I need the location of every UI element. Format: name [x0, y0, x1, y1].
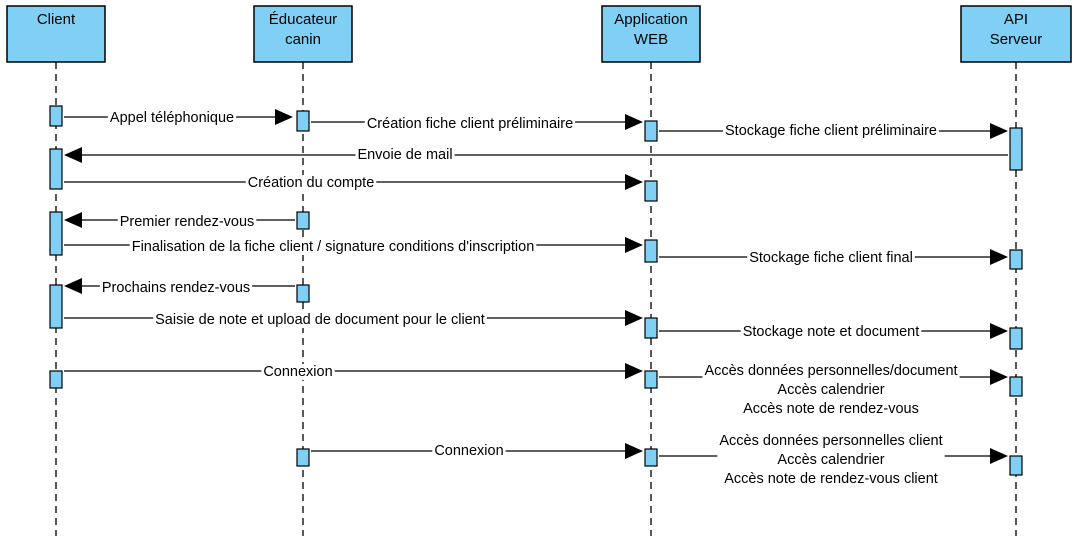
message-arrow: Envoie de mail [64, 147, 1008, 163]
svg-text:Connexion: Connexion [434, 443, 503, 459]
svg-text:Connexion: Connexion [263, 364, 332, 380]
arrowhead [625, 237, 643, 253]
svg-text:Accès données personnelles/doc: Accès données personnelles/documentAccès… [704, 363, 957, 417]
svg-text:Envoie de mail: Envoie de mail [357, 147, 452, 163]
message-label: Connexion [261, 364, 335, 380]
arrowhead [64, 147, 82, 163]
message-arrow: Stockage fiche client final [659, 249, 1008, 266]
arrowhead [990, 249, 1008, 265]
message-arrow: Stockage fiche client préliminaire [659, 123, 1008, 139]
activation-appweb [644, 180, 658, 202]
arrowhead [625, 363, 643, 379]
activation-client [49, 105, 63, 127]
svg-text:Stockage note et document: Stockage note et document [743, 324, 920, 340]
message-label: Envoie de mail [355, 147, 455, 163]
activation-educateur [296, 448, 310, 467]
activation-client [49, 284, 63, 329]
arrowhead [275, 109, 293, 125]
arrowhead [990, 369, 1008, 385]
activation-appweb [644, 120, 658, 142]
arrowhead [64, 278, 82, 294]
svg-text:Prochains rendez-vous: Prochains rendez-vous [102, 280, 250, 296]
message-arrow: Stockage note et document [659, 323, 1008, 340]
message-label: Création fiche client préliminaire [364, 116, 576, 132]
message-arrow: Finalisation de la fiche client / signat… [64, 237, 643, 255]
participant-label: Client [37, 11, 76, 28]
activation-client [49, 370, 63, 389]
message-label: Appel téléphonique [107, 110, 237, 126]
message-label: Stockage fiche client préliminaire [723, 123, 939, 139]
svg-text:Stockage fiche client prélimin: Stockage fiche client préliminaire [725, 123, 937, 139]
message-label: Création du compte [245, 175, 377, 191]
svg-text:Finalisation de la fiche clien: Finalisation de la fiche client / signat… [132, 239, 535, 255]
message-arrow: Création du compte [64, 174, 643, 191]
activation-client [49, 148, 63, 190]
activation-api [1009, 376, 1023, 397]
activation-appweb [644, 239, 658, 263]
participant-client: Client [6, 5, 106, 63]
svg-text:Saisie de note et upload de do: Saisie de note et upload de document pou… [155, 312, 485, 328]
activation-appweb [644, 317, 658, 339]
message-arrow: Connexion [311, 443, 643, 459]
activation-educateur [296, 211, 310, 230]
activation-educateur [296, 110, 310, 132]
message-label: Stockage fiche client final [747, 250, 915, 266]
arrowhead [625, 310, 643, 326]
activation-appweb [644, 370, 658, 389]
activation-client [49, 211, 63, 256]
message-arrow: Prochains rendez-vous [64, 278, 295, 296]
activation-appweb [644, 448, 658, 467]
message-arrow: Saisie de note et upload de document pou… [64, 310, 643, 328]
arrowhead [625, 114, 643, 130]
arrowhead [625, 174, 643, 190]
message-arrow: Appel téléphonique [64, 109, 293, 126]
svg-text:Stockage fiche client final: Stockage fiche client final [749, 250, 913, 266]
message-label: Stockage note et document [740, 324, 922, 340]
svg-text:Appel téléphonique: Appel téléphonique [110, 110, 234, 126]
activation-api [1009, 455, 1023, 476]
message-label: Connexion [432, 443, 506, 459]
activation-api [1009, 249, 1023, 270]
svg-text:Création fiche client prélimin: Création fiche client préliminaire [367, 116, 573, 132]
arrowhead [625, 443, 643, 459]
svg-text:Premier rendez-vous: Premier rendez-vous [120, 214, 255, 230]
message-label: Finalisation de la fiche client / signat… [129, 239, 537, 255]
message-label: Prochains rendez-vous [99, 280, 253, 296]
activation-api [1009, 327, 1023, 350]
arrowhead [64, 212, 82, 228]
activation-educateur [296, 284, 310, 303]
arrowhead [990, 123, 1008, 139]
svg-text:Création du compte: Création du compte [248, 175, 375, 191]
message-arrow: Premier rendez-vous [64, 212, 295, 230]
message-label: Premier rendez-vous [117, 214, 257, 230]
message-arrow: Connexion [64, 363, 643, 380]
message-label: Saisie de note et upload de document pou… [153, 312, 487, 328]
message-arrow: Création fiche client préliminaire [311, 114, 643, 132]
arrowhead [990, 323, 1008, 339]
arrowhead [990, 448, 1008, 464]
activation-api [1009, 127, 1023, 171]
